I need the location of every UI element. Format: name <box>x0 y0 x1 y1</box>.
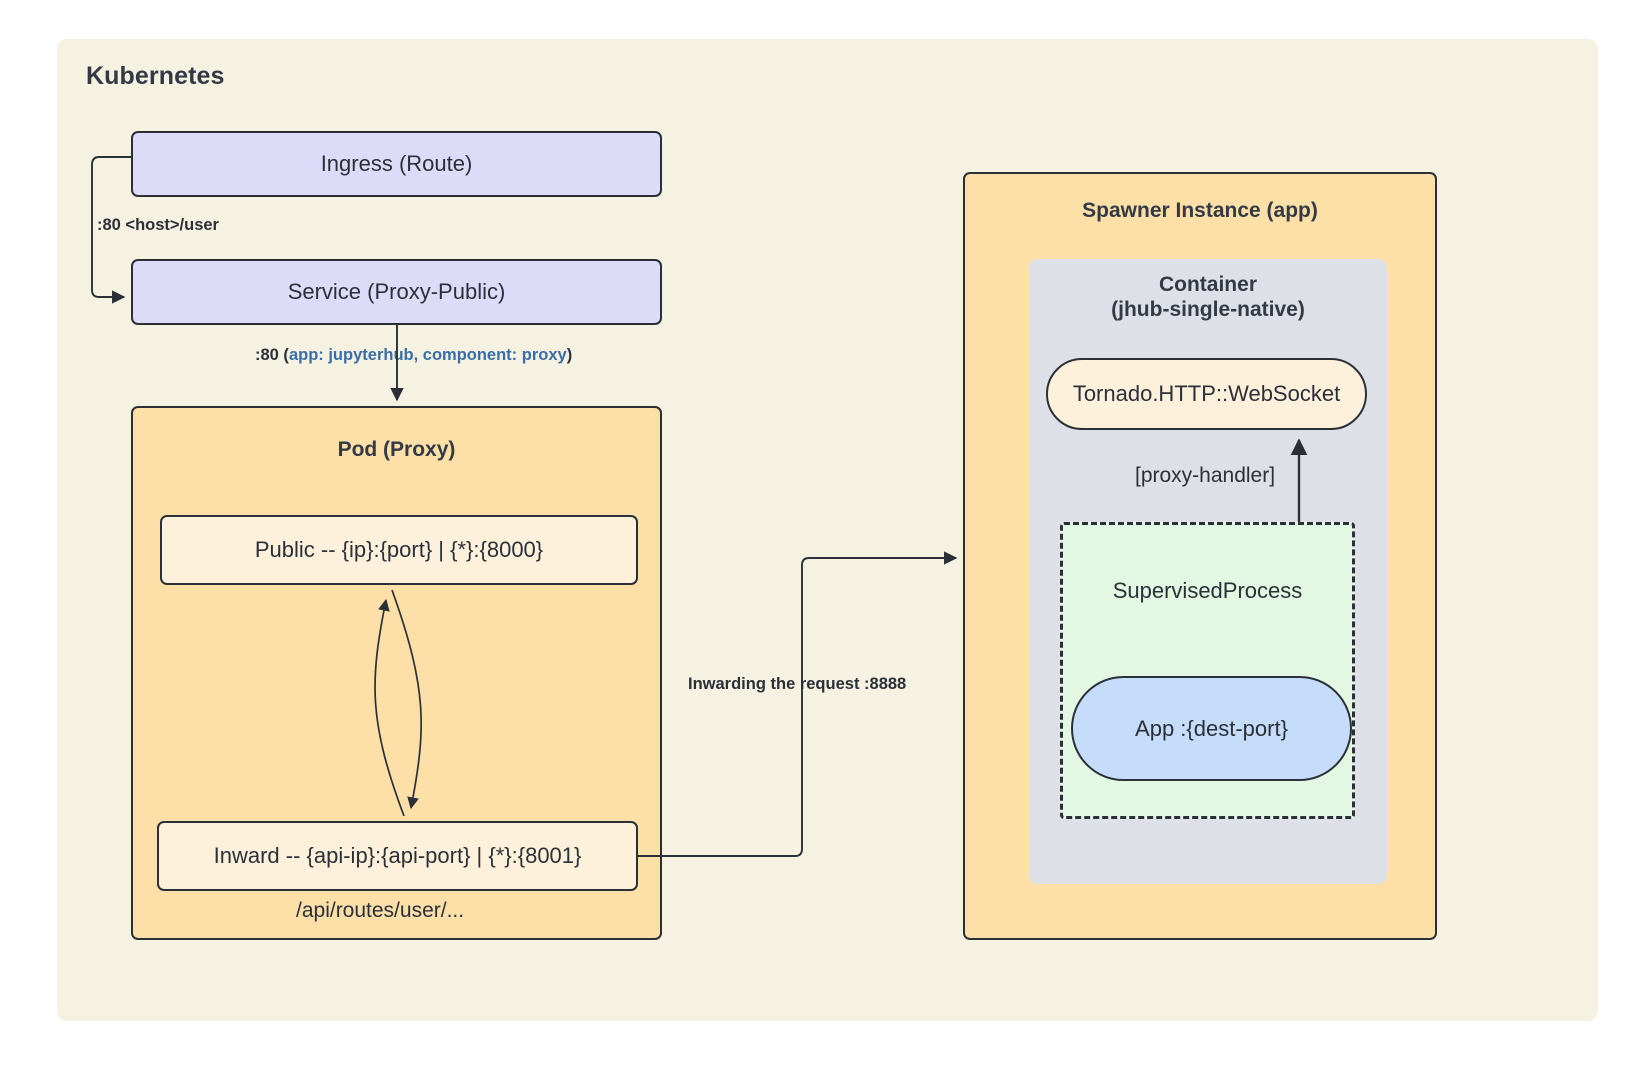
edge-label-port-prefix: :80 ( <box>255 346 289 364</box>
edge-label-inwarding-request: Inwarding the request :8888 <box>688 675 907 693</box>
node-service-proxy-public[interactable]: Service (Proxy-Public) <box>131 259 662 325</box>
node-service-proxy-public-label: Service (Proxy-Public) <box>287 279 506 305</box>
node-tornado-websocket-label: Tornado.HTTP::WebSocket <box>1072 381 1341 406</box>
edge-label-service-to-pod: :80 (app: jupyterhub, component: proxy) <box>255 346 572 365</box>
edge-label-proxy-handler: [proxy-handler] <box>1135 464 1276 487</box>
group-container-title-line2: (jhub-single-native) <box>1111 298 1305 321</box>
label-api-routes-user: /api/routes/user/... <box>296 899 465 922</box>
node-ingress-route-label: Ingress (Route) <box>320 151 473 177</box>
node-inward-listener[interactable]: Inward -- {api-ip}:{api-port} | {*}:{800… <box>157 821 638 891</box>
kubernetes-title: Kubernetes <box>86 62 225 90</box>
group-supervised-process-title: SupervisedProcess <box>1112 578 1303 603</box>
node-tornado-websocket[interactable]: Tornado.HTTP::WebSocket <box>1046 358 1367 430</box>
node-app-dest-port[interactable]: App :{dest-port} <box>1071 676 1352 781</box>
group-spawner-instance-title: Spawner Instance (app) <box>1082 199 1318 222</box>
node-inward-listener-label: Inward -- {api-ip}:{api-port} | {*}:{800… <box>213 843 582 869</box>
node-public-listener-label: Public -- {ip}:{port} | {*}:{8000} <box>254 537 544 563</box>
node-app-dest-port-label: App :{dest-port} <box>1135 715 1288 741</box>
edge-label-port-suffix: ) <box>566 346 573 364</box>
node-ingress-route[interactable]: Ingress (Route) <box>131 131 662 197</box>
group-container-title-line1: Container <box>1158 273 1257 296</box>
edge-label-selector: app: jupyterhub, component: proxy <box>288 346 567 364</box>
node-public-listener[interactable]: Public -- {ip}:{port} | {*}:{8000} <box>160 515 638 585</box>
group-pod-proxy-title: Pod (Proxy) <box>337 438 456 461</box>
edge-label-ingress-to-service: :80 <host>/user <box>97 216 219 234</box>
